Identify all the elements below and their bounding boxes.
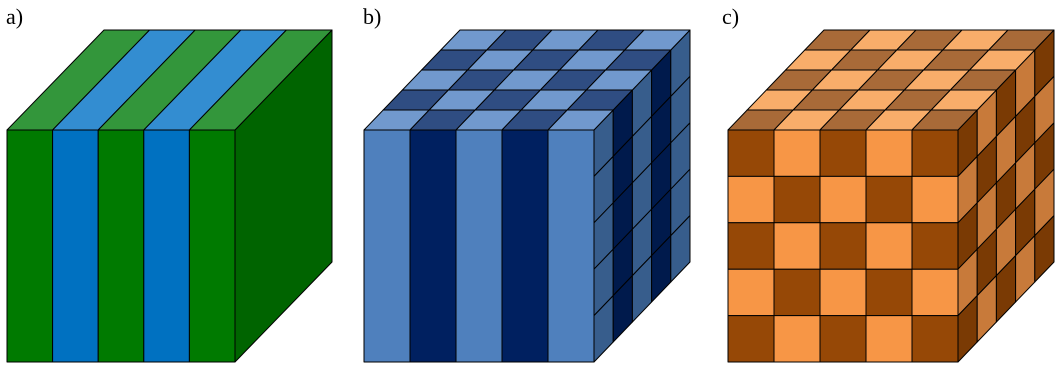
front-cell	[865, 175, 913, 224]
front-stripe	[409, 129, 457, 363]
cube-checker	[727, 29, 1055, 363]
front-stripe	[363, 129, 411, 363]
front-cell	[727, 222, 775, 270]
front-cell	[819, 222, 867, 270]
front-cell	[773, 315, 821, 363]
front-cell	[727, 175, 775, 224]
cube-columns	[363, 29, 691, 363]
front-cell	[819, 315, 867, 363]
front-cell	[819, 268, 867, 317]
top-cell	[624, 29, 691, 51]
front-cell	[773, 175, 821, 224]
front-cell	[911, 129, 959, 177]
panel-a-label: a)	[6, 4, 23, 29]
front-cell	[865, 268, 913, 317]
front-cell	[727, 268, 775, 317]
panel-c-label: c)	[722, 4, 739, 29]
side-cell	[1034, 215, 1055, 283]
front-cell	[773, 268, 821, 317]
front-stripe	[455, 129, 503, 363]
top-cell	[988, 29, 1055, 51]
front-stripe	[6, 129, 54, 363]
front-cell	[773, 129, 821, 177]
front-cell	[911, 175, 959, 224]
front-cell	[865, 129, 913, 177]
front-cell	[911, 268, 959, 317]
front-stripe	[52, 129, 99, 363]
front-stripe	[547, 129, 595, 363]
side-cell	[670, 215, 691, 283]
front-cell	[911, 222, 959, 270]
front-cell	[773, 222, 821, 270]
front-cell	[865, 222, 913, 270]
front-cell	[911, 315, 959, 363]
front-cell	[819, 175, 867, 224]
front-cell	[819, 129, 867, 177]
front-stripe	[97, 129, 145, 363]
front-stripe	[188, 129, 236, 363]
front-cell	[727, 129, 775, 177]
front-cell	[865, 315, 913, 363]
front-stripe	[143, 129, 190, 363]
cube-stripes	[6, 29, 333, 363]
front-cell	[727, 315, 775, 363]
panel-b-label: b)	[363, 4, 381, 29]
front-stripe	[501, 129, 549, 363]
